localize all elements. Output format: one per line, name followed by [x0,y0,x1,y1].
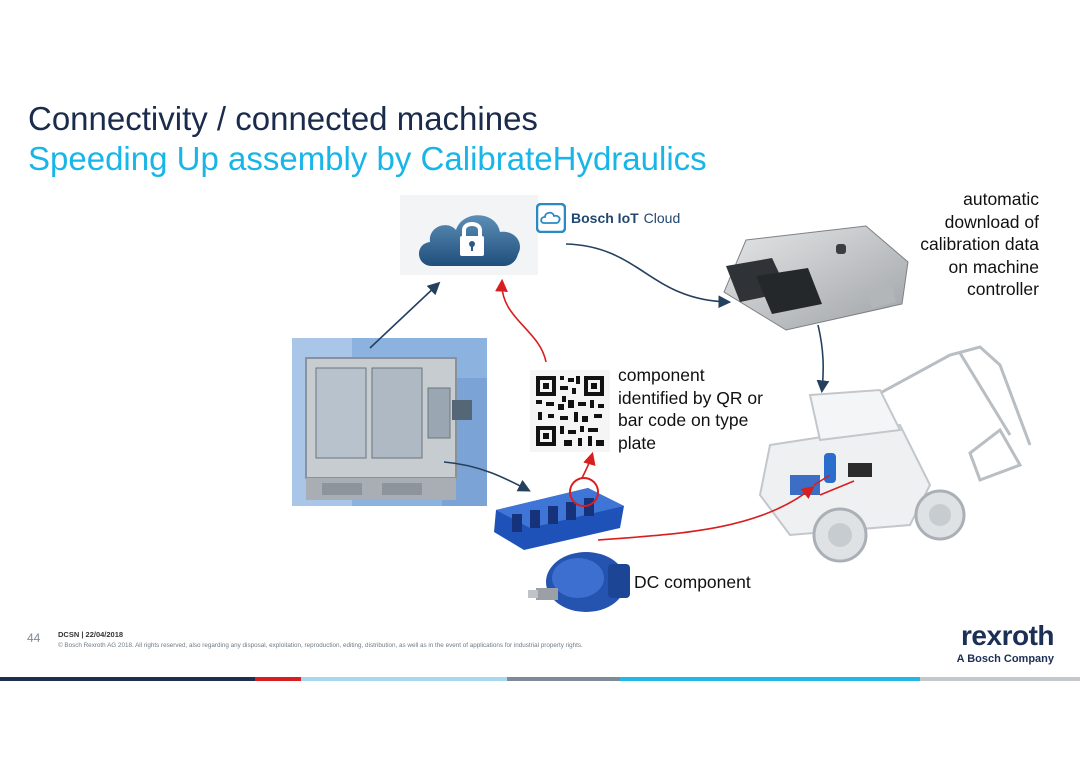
footer-copyright: © Bosch Rexroth AG 2018. All rights rese… [58,642,583,649]
stripe-segment [301,677,507,681]
excavator-photo [758,345,1032,563]
stripe-segment [620,677,920,681]
control-valve-photo [494,477,624,550]
arrow-valve-to-qr [581,451,596,479]
caption-line: identified by QR or [618,387,763,408]
iot-brand: Bosch IoT [571,210,639,226]
arrow-valve-to-excavator [597,485,815,541]
test-bench-photo [292,338,487,506]
arrow-ecu-to-excavator [816,324,830,394]
iot-cloud-logo: Bosch IoT Cloud [536,203,680,233]
stripe-segment [0,677,255,681]
caption-qr: component identified by QR or bar code o… [618,364,793,454]
caption-line: calibration data [920,234,1039,254]
slide-title: Connectivity / connected machines [28,100,538,137]
qr-code-icon [530,370,610,452]
cloud-lock-icon [418,215,520,266]
footer-stripe [0,677,1080,681]
brand-logo: rexroth [961,620,1054,651]
stripe-segment [920,677,1080,681]
brand-tagline: A Bosch Company [956,653,1054,665]
pump-photo [528,552,630,612]
iot-product: Cloud [643,210,681,226]
caption-line: component [618,365,705,385]
caption-line: bar code on type [618,410,749,430]
page-number: 44 [27,631,41,645]
caption-line: automatic [963,189,1039,209]
arrow-bench-to-cloud [369,281,441,349]
arrow-qr-to-cloud [495,278,547,363]
stripe-segment [507,677,620,681]
caption-line: controller [967,279,1039,299]
caption-line: on machine [948,256,1039,277]
slide-subtitle: Speeding Up assembly by CalibrateHydraul… [28,140,707,177]
arrow-bench-to-valve [443,461,531,492]
machine-controller-icon [723,225,909,331]
arrow-cloud-to-ecu [565,243,732,309]
caption-line: download of [944,211,1039,232]
iot-cloud-logo-icon [536,203,566,233]
caption-line: plate [618,432,656,453]
stripe-segment [255,677,301,681]
footer-code: DCSN | 22/04/2018 [58,630,124,639]
caption-dc: DC component [634,572,751,592]
caption-download: automatic download of calibration data o… [839,188,1039,301]
